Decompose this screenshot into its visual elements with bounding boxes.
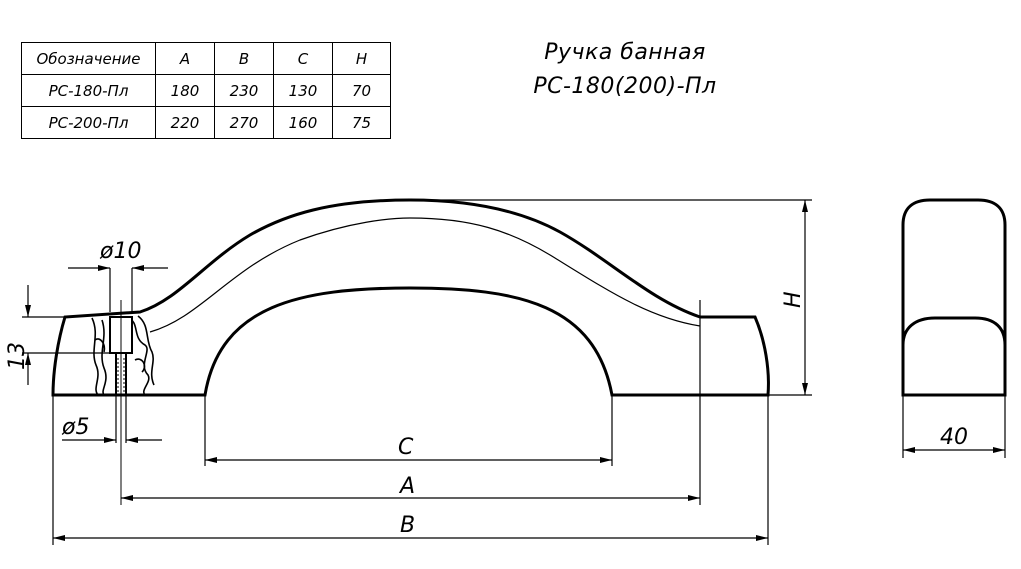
cell-h: 70 xyxy=(332,74,391,107)
dim-mount: A xyxy=(398,474,415,499)
cell-a: 180 xyxy=(155,74,215,107)
dim-hole-small: ø5 xyxy=(61,415,89,440)
cell-c: 160 xyxy=(273,106,333,139)
handle-side-view xyxy=(901,198,1007,397)
handle-front-view xyxy=(51,198,770,397)
dim-inner: C xyxy=(398,435,414,460)
cell-h: 75 xyxy=(332,106,391,139)
dim-height: H xyxy=(781,291,806,308)
table-header-row: Обозначение A B C H xyxy=(21,42,391,75)
table-row: РС-180-Пл 180 230 130 70 xyxy=(21,74,391,107)
dim-overall: B xyxy=(400,513,415,538)
dim-hole-large: ø10 xyxy=(99,239,141,264)
title-line-1: Ручка банная xyxy=(544,40,706,65)
cell-designation: РС-180-Пл xyxy=(21,74,156,107)
cell-a: 220 xyxy=(155,106,215,139)
dim-depth: 13 xyxy=(5,342,30,370)
wood-section xyxy=(91,315,155,396)
side-outline xyxy=(901,198,1007,397)
cell-b: 270 xyxy=(214,106,274,139)
dimension-labels: ø10 ø5 13 H C A B 40 xyxy=(5,239,968,538)
cell-designation: РС-200-Пл xyxy=(21,106,156,139)
dimension-lines xyxy=(22,199,1006,545)
cell-b: 230 xyxy=(214,74,274,107)
specification-table: Обозначение A B C H РС-180-Пл 180 230 13… xyxy=(21,42,391,139)
header-designation: Обозначение xyxy=(21,42,156,75)
dim-width: 40 xyxy=(940,425,968,450)
side-inner-profile xyxy=(901,316,1007,346)
header-h: H xyxy=(332,42,391,75)
handle-inner-line xyxy=(149,217,701,333)
title-line-2: РС-180(200)-Пл xyxy=(533,74,717,99)
mounting-hole xyxy=(109,300,133,505)
drawing-title: Ручка банная РС-180(200)-Пл xyxy=(505,36,745,104)
table-row: РС-200-Пл 220 270 160 75 xyxy=(21,106,391,139)
handle-outline xyxy=(51,198,770,397)
